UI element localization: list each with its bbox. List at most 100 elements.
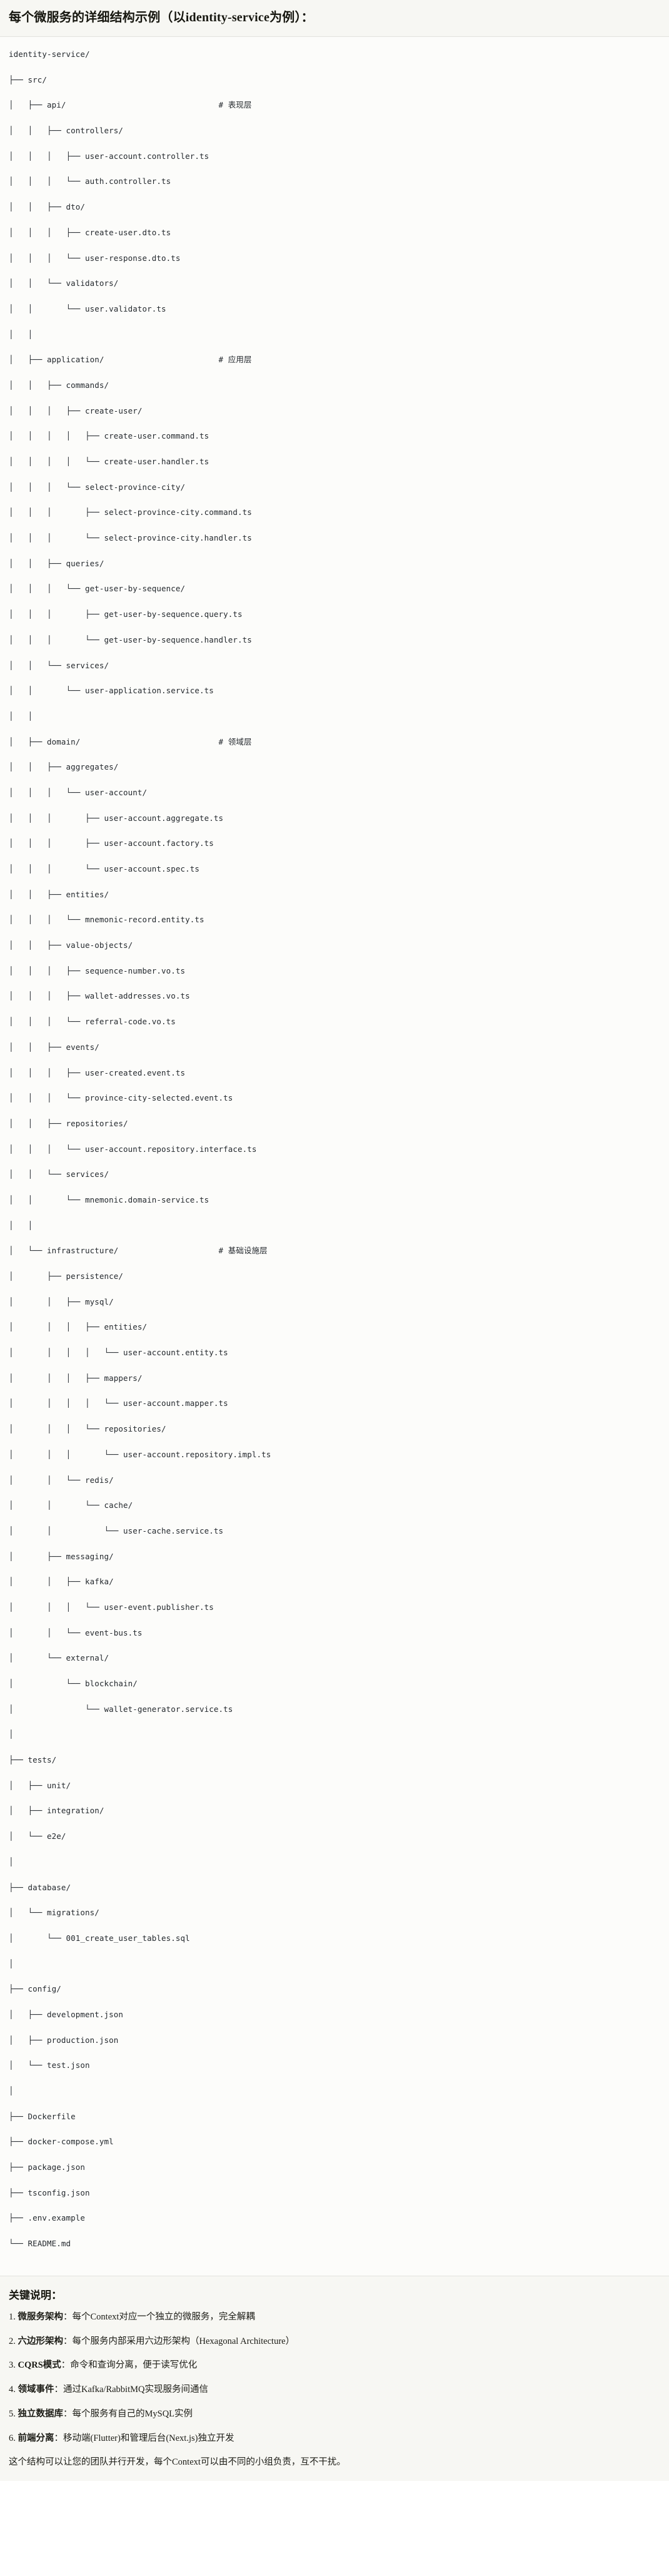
tree-path: ├── tests/ — [9, 1755, 57, 1765]
tree-row: │ │ └── event-bus.ts — [9, 1627, 660, 1639]
tree-row: │ └── infrastructure/ # 基础设施层 — [9, 1245, 660, 1257]
tree-path: │ ├── persistence/ — [9, 1271, 124, 1281]
tree-path: identity-service/ — [9, 49, 90, 59]
tree-path: │ │ │ │ └── create-user.handler.ts — [9, 457, 209, 466]
tree-path: │ │ └── services/ — [9, 1169, 109, 1179]
tree-row: │ │ ├── dto/ — [9, 201, 660, 213]
tree-row: │ │ │ └── province-city-selected.event.t… — [9, 1092, 660, 1104]
tree-path: │ │ │ ├── user-account.controller.ts — [9, 151, 209, 161]
tree-path: │ └── e2e/ — [9, 1831, 66, 1841]
directory-tree-block: identity-service/ ├── src/ │ ├── api/ # … — [0, 37, 669, 2276]
tree-row: │ │ — [9, 1219, 660, 1232]
key-point-item: 5. 独立数据库：每个服务有自己的MySQL实例 — [9, 2408, 660, 2421]
key-point-term: 领域事件 — [18, 2385, 54, 2395]
tree-comment: # 表现层 — [218, 100, 252, 110]
tree-path: │ │ └── event-bus.ts — [9, 1627, 143, 1637]
tree-row: │ │ ├── value-objects/ — [9, 939, 660, 952]
tree-row: │ │ └── user.validator.ts — [9, 303, 660, 315]
tree-path: │ │ │ ├── user-account.aggregate.ts — [9, 813, 224, 823]
tree-row: │ │ └── redis/ — [9, 1474, 660, 1487]
tree-comment-spacer — [104, 355, 219, 364]
tree-row: │ │ │ ├── entities/ — [9, 1321, 660, 1333]
tree-path: │ ├── development.json — [9, 2009, 124, 2019]
tree-row: │ │ │ │ ├── create-user.command.ts — [9, 430, 660, 442]
tree-path: │ │ │ ├── wallet-addresses.vo.ts — [9, 991, 190, 1001]
tree-path: │ │ │ └── repositories/ — [9, 1424, 166, 1434]
tree-comment-spacer — [80, 737, 218, 746]
tree-path: │ │ │ │ └── user-account.entity.ts — [9, 1348, 228, 1358]
tree-row: │ │ │ ├── create-user.dto.ts — [9, 227, 660, 239]
tree-path: │ ├── domain/ — [9, 736, 81, 746]
tree-path: │ │ ├── aggregates/ — [9, 762, 119, 772]
tree-row: ├── docker-compose.yml — [9, 2136, 660, 2148]
tree-path: │ — [9, 1856, 14, 1866]
key-point-term: 微服务架构 — [18, 2311, 64, 2322]
tree-path: │ │ ├── repositories/ — [9, 1118, 128, 1128]
tree-row: │ ├── application/ # 应用层 — [9, 354, 660, 366]
tree-row: │ │ └── validators/ — [9, 277, 660, 290]
tree-path: │ └── blockchain/ — [9, 1679, 138, 1688]
key-point-item: 4. 领域事件：通过Kafka/RabbitMQ实现服务间通信 — [9, 2383, 660, 2397]
tree-row: │ │ │ ├── wallet-addresses.vo.ts — [9, 990, 660, 1002]
tree-path: │ │ — [9, 1220, 33, 1230]
tree-row: │ │ │ ├── create-user/ — [9, 405, 660, 417]
tree-row: │ │ — [9, 328, 660, 341]
tree-row: └── README.md — [9, 2237, 660, 2250]
tree-row: │ │ ├── entities/ — [9, 888, 660, 901]
key-point-description: ：通过Kafka/RabbitMQ实现服务间通信 — [54, 2385, 208, 2395]
tree-row: │ ├── api/ # 表现层 — [9, 99, 660, 111]
tree-row: │ │ └── services/ — [9, 1168, 660, 1181]
tree-path: │ ├── messaging/ — [9, 1551, 114, 1561]
tree-path: ├── Dockerfile — [9, 2111, 76, 2121]
tree-path: │ │ │ ├── entities/ — [9, 1322, 148, 1332]
tree-path: │ │ │ └── user-event.publisher.ts — [9, 1602, 214, 1612]
tree-path: │ └── wallet-generator.service.ts — [9, 1704, 233, 1714]
tree-path: │ │ │ ├── sequence-number.vo.ts — [9, 965, 186, 975]
tree-row: │ ├── integration/ — [9, 1805, 660, 1817]
tree-row: │ │ │ └── user-account/ — [9, 787, 660, 799]
key-point-description: ：每个服务有自己的MySQL实例 — [63, 2408, 193, 2419]
tree-row: │ │ │ ├── get-user-by-sequence.query.ts — [9, 608, 660, 621]
tree-path: │ │ │ └── user-account.spec.ts — [9, 864, 200, 873]
tree-row: │ ├── production.json — [9, 2034, 660, 2047]
tree-row: │ ├── messaging/ — [9, 1550, 660, 1563]
tree-comment-spacer — [66, 100, 219, 109]
tree-row: │ │ │ └── select-province-city.handler.t… — [9, 532, 660, 544]
tree-row: │ │ ├── events/ — [9, 1041, 660, 1054]
tree-path: │ │ ├── controllers/ — [9, 126, 124, 136]
tree-path: │ — [9, 1729, 14, 1739]
tree-path: │ │ ├── value-objects/ — [9, 940, 133, 950]
tree-path: ├── docker-compose.yml — [9, 2137, 114, 2147]
tree-row: │ — [9, 1856, 660, 1868]
tree-path: ├── database/ — [9, 1882, 71, 1892]
tree-row: │ └── test.json — [9, 2059, 660, 2072]
tree-row: │ │ │ └── user-event.publisher.ts — [9, 1601, 660, 1614]
tree-row: │ — [9, 2085, 660, 2097]
tree-row: │ │ ├── kafka/ — [9, 1576, 660, 1588]
tree-path: │ │ │ └── referral-code.vo.ts — [9, 1017, 176, 1027]
tree-path: │ │ ├── queries/ — [9, 558, 104, 568]
tree-path: │ │ │ └── user-response.dto.ts — [9, 253, 181, 263]
tree-comment-spacer — [118, 1246, 218, 1255]
tree-path: │ │ ├── kafka/ — [9, 1577, 114, 1587]
closing-paragraph: 这个结构可以让您的团队并行开发，每个Context可以由不同的小组负责，互不干扰… — [9, 2457, 346, 2468]
tree-row: │ ├── unit/ — [9, 1779, 660, 1792]
tree-row: │ │ │ └── user-account.repository.interf… — [9, 1143, 660, 1156]
tree-row: ├── src/ — [9, 74, 660, 86]
tree-path: │ │ │ └── select-province-city.handler.t… — [9, 533, 252, 543]
tree-path: ├── tsconfig.json — [9, 2187, 90, 2197]
key-point-description: ：命令和查询分离，便于读写优化 — [61, 2360, 198, 2371]
tree-row: ├── database/ — [9, 1881, 660, 1894]
tree-path: ├── config/ — [9, 1984, 61, 1994]
tree-row: ├── Dockerfile — [9, 2110, 660, 2123]
tree-path: ├── .env.example — [9, 2213, 86, 2223]
tree-row: │ │ │ └── select-province-city/ — [9, 481, 660, 494]
tree-row: │ │ │ ├── user-created.event.ts — [9, 1067, 660, 1079]
key-point-number: 1. — [9, 2311, 18, 2322]
tree-comment: # 应用层 — [218, 355, 252, 365]
key-point-number: 2. — [9, 2336, 18, 2346]
tree-row: ├── tests/ — [9, 1754, 660, 1766]
tree-path: │ │ ├── events/ — [9, 1042, 99, 1052]
tree-path: │ │ │ ├── create-user/ — [9, 405, 143, 415]
key-point-number: 4. — [9, 2385, 18, 2395]
